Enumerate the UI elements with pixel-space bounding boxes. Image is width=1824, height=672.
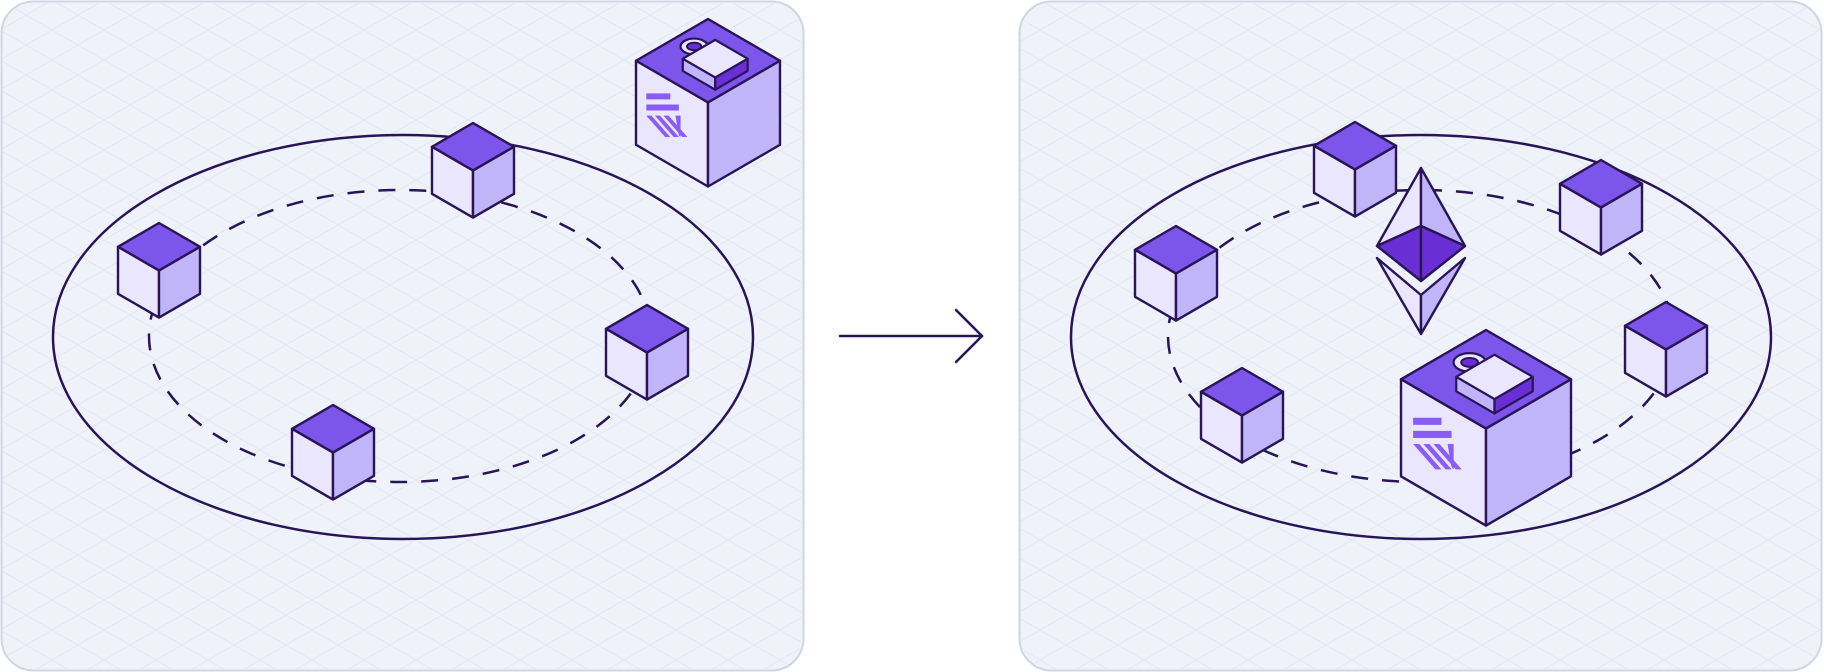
- right-panel: [1018, 0, 1823, 672]
- left-network-ring: [51, 133, 755, 541]
- node-cube: [116, 221, 202, 319]
- node-cube: [290, 403, 376, 501]
- document-lines-icon: [646, 93, 688, 138]
- right-network-ring: [1069, 133, 1773, 541]
- node-cube: [1133, 224, 1219, 322]
- locked-data-box: [634, 17, 782, 188]
- node-cube: [1199, 366, 1285, 464]
- node-cube: [1623, 300, 1709, 398]
- right-arrow-icon: [838, 308, 984, 364]
- lock-icon: [1452, 351, 1534, 415]
- left-panel: [0, 0, 805, 672]
- ethereum-diamond-icon: [1375, 166, 1467, 336]
- locked-data-box: [1399, 328, 1573, 527]
- left-node-cubes: [116, 121, 690, 501]
- left-data-box: [634, 17, 782, 188]
- lock-icon: [679, 37, 749, 91]
- node-cube: [604, 303, 690, 401]
- node-cube: [1312, 120, 1398, 218]
- right-data-box: [1399, 328, 1573, 527]
- node-cube: [430, 121, 516, 219]
- document-lines-icon: [1413, 417, 1462, 470]
- right-node-cubes: [1133, 120, 1709, 464]
- node-cube: [1558, 158, 1644, 256]
